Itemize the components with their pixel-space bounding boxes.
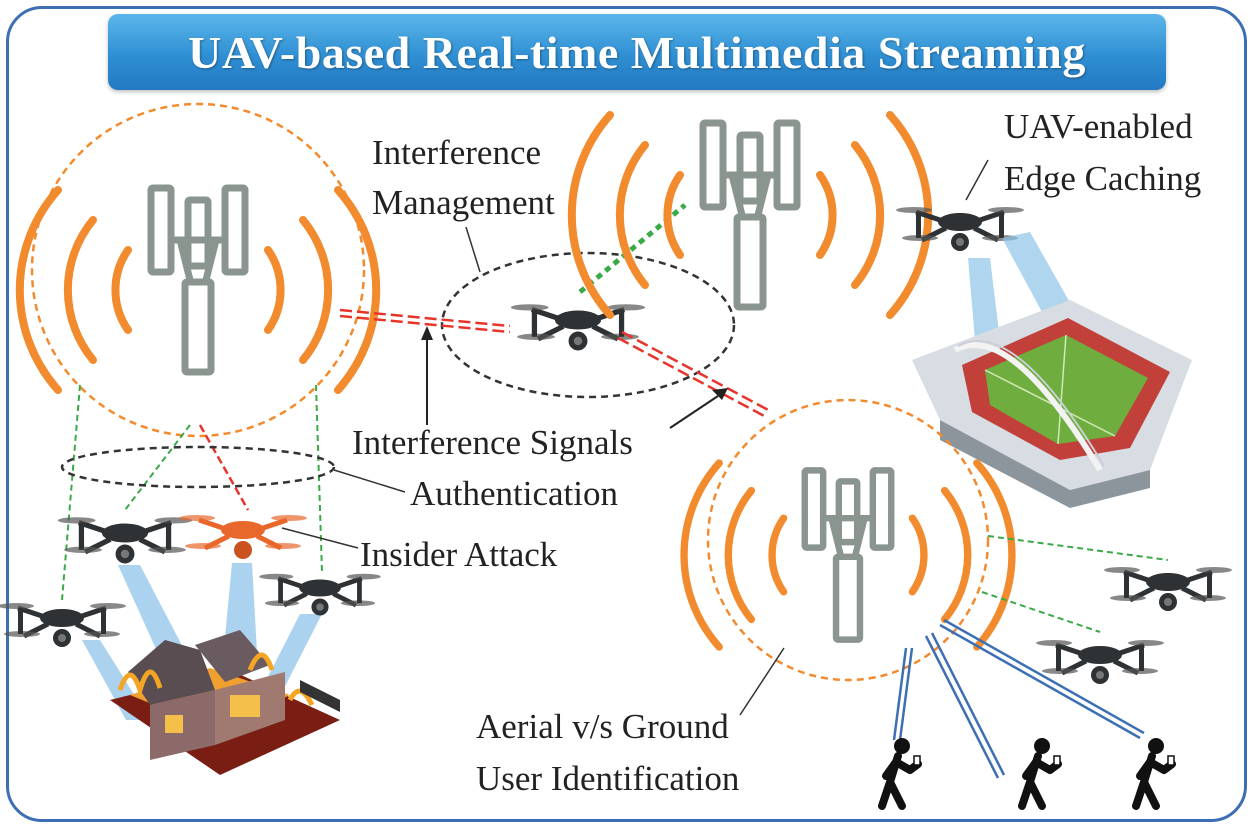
aerial-link-1 (987, 535, 1169, 561)
uav-drone-icon-center (511, 304, 645, 350)
caching-beam-1 (968, 258, 1000, 340)
interference-arrow-1 (421, 326, 433, 425)
label-insider-attack: Insider Attack (360, 535, 558, 574)
aerial-ground-pointer (739, 647, 785, 716)
uav-drone-icon-2 (259, 574, 381, 616)
top-cell-tower-icon (572, 115, 928, 315)
label-interference-2: Management (372, 183, 555, 222)
right-cell-coverage (706, 398, 990, 682)
edge-caching-pointer (965, 159, 989, 201)
cone-right-line (315, 384, 323, 573)
authentication-ellipse (60, 445, 336, 489)
uav-drone-icon-caching (896, 207, 1024, 251)
label-aerial-ground-2: User Identification (476, 759, 739, 798)
ground-user-icon-1 (882, 738, 920, 806)
interference-signal-right (617, 330, 773, 420)
insider-pointer (281, 527, 359, 549)
uav-drone-icon-aerial-1 (1104, 567, 1232, 611)
authentication-pointer (333, 469, 406, 493)
ground-links (892, 618, 1145, 779)
stadium-icon (912, 300, 1192, 508)
label-aerial-ground-1: Aerial v/s Ground (476, 707, 729, 746)
cone-left-line (61, 384, 81, 601)
interference-arrow-2 (669, 388, 728, 429)
ground-user-icon-2 (1022, 738, 1060, 806)
label-edge-caching-2: Edge Caching (1004, 159, 1201, 198)
burning-house-icon (110, 630, 340, 775)
diagram-title: UAV-based Real-time Multimedia Streaming (188, 26, 1086, 78)
uav-drone-red-icon (179, 515, 307, 559)
label-authentication: Authentication (410, 474, 618, 513)
insider-link (198, 424, 250, 511)
label-edge-caching-1: UAV-enabled (1004, 107, 1193, 146)
uav-drone-icon-3 (0, 603, 126, 647)
link-drone-1 (124, 424, 191, 511)
title-banner: UAV-based Real-time Multimedia Streaming (108, 14, 1166, 90)
interference-signal-left (339, 308, 511, 334)
uav-drone-icon-aerial-2 (1036, 640, 1164, 684)
label-interference-1: Interference (372, 133, 541, 172)
uav-drone-icon-1 (58, 517, 192, 563)
ground-user-icon-3 (1136, 738, 1174, 806)
interference-mgmt-pointer (465, 226, 481, 273)
left-cell-coverage (30, 102, 366, 438)
left-cell-tower-icon (20, 188, 376, 390)
label-interference-signals: Interference Signals (352, 423, 633, 462)
aerial-link-2 (981, 591, 1101, 633)
